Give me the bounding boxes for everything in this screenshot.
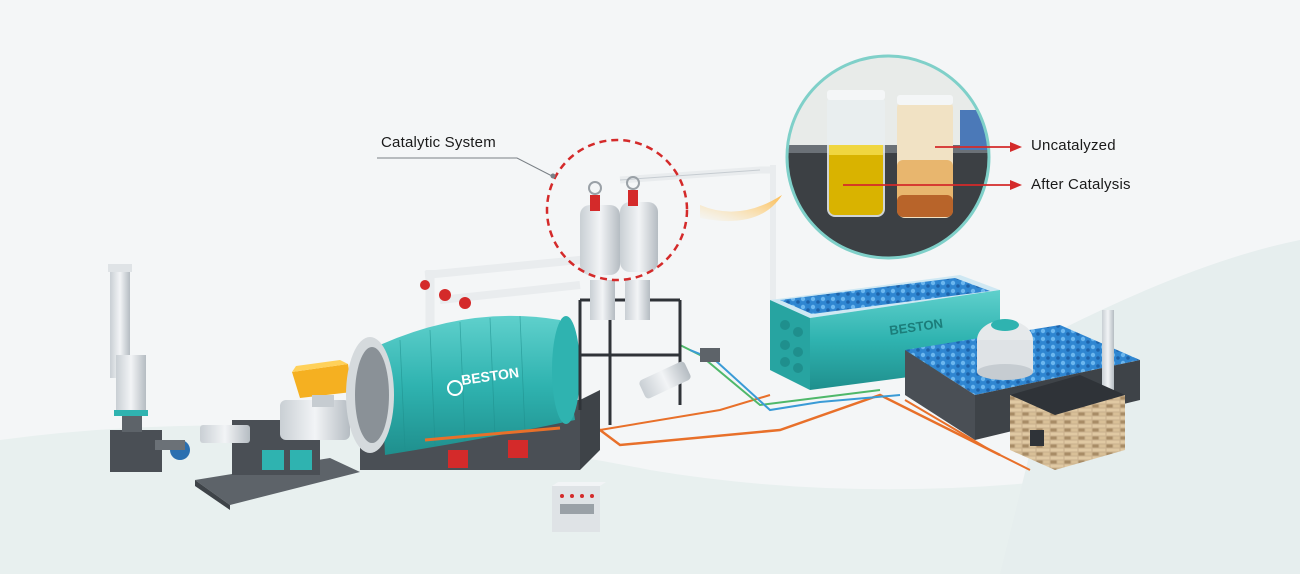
feed-hopper <box>292 360 352 407</box>
condenser-logo: BESTON <box>888 316 944 338</box>
catalytic-leader-line <box>377 157 553 177</box>
catalytic-towers <box>578 176 720 425</box>
after-catalysis-label: After Catalysis <box>1031 176 1131 193</box>
catalytic-highlight <box>377 138 689 282</box>
uncatalyzed-label: Uncatalyzed <box>1031 137 1116 154</box>
pipe-network <box>424 165 1031 471</box>
control-cabinet <box>552 482 606 532</box>
pyrolysis-reactor: BESTON <box>346 315 600 470</box>
brick-furnace <box>1010 310 1125 470</box>
catalytic-dashed-circle <box>545 138 689 282</box>
uncatalyzed-arrowhead <box>1010 142 1022 152</box>
dedusting-tower <box>108 264 190 472</box>
glow-beam <box>700 195 782 222</box>
feeder-platform <box>195 400 360 510</box>
annotation-arrows <box>843 142 1022 190</box>
catalytic-system-label: Catalytic System <box>381 134 496 151</box>
oil-sample-inset <box>785 54 991 260</box>
gas-valves <box>420 280 471 309</box>
after-catalysis-arrowhead <box>1010 180 1022 190</box>
right-wave <box>1000 240 1300 574</box>
